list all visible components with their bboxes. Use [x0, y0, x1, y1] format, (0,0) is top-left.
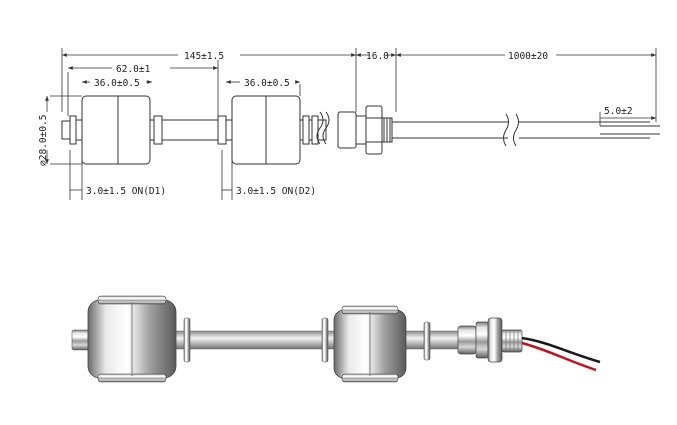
clip-ring-3: [423, 321, 431, 361]
dim-float-span: 62.0±1: [116, 64, 151, 75]
dim-float-diameter: ⌀28.0±0.5: [38, 115, 49, 166]
dimension-lines: [45, 53, 656, 191]
dim-float2-position: 36.0±0.5: [244, 78, 290, 89]
dim-float1-position: 36.0±0.5: [94, 78, 140, 89]
dim-switch2-travel: 3.0±1.5 ON(D2): [236, 186, 316, 197]
dim-cable-length: 1000±20: [508, 51, 548, 62]
dim-overall-length: 145±1.5: [184, 51, 224, 62]
drawing-outline: [61, 95, 660, 165]
float-2: [333, 305, 407, 383]
float-1: [87, 295, 177, 383]
wire-black: [521, 336, 601, 364]
product-photo: [71, 295, 601, 383]
clip-ring-2: [321, 317, 329, 363]
dim-wire-strip: 5.0±2: [604, 106, 633, 117]
end-cap: [71, 329, 91, 351]
extension-lines: [50, 48, 657, 200]
dim-switch1-travel: 3.0±1.5 ON(D1): [86, 186, 166, 197]
wire-red: [521, 341, 597, 372]
mounting-fitting: [457, 317, 523, 363]
dim-fitting-length: 16.0: [366, 51, 389, 62]
clip-ring-1: [183, 317, 191, 363]
